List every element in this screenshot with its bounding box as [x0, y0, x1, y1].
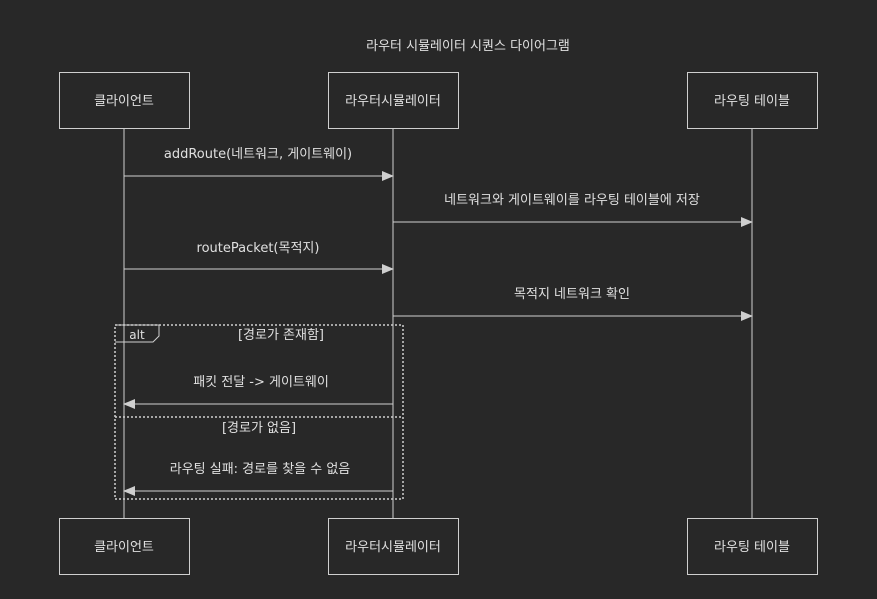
message-store-route: 네트워크와 게이트웨이를 라우팅 테이블에 저장 [393, 193, 753, 227]
message-route-packet: routePacket(목적지) [124, 241, 394, 274]
message-forward-packet: 패킷 전달 -> 게이트웨이 [123, 375, 393, 409]
actor-table-top: 라우팅 테이블 [687, 72, 818, 129]
diagram-title: 라우터 시뮬레이터 시퀀스 다이어그램 [366, 39, 570, 54]
actor-client-bottom-label: 클라이언트 [94, 540, 154, 555]
message-add-route-label: addRoute(네트워크, 게이트웨이) [164, 147, 352, 162]
alt-frame-tab [115, 324, 160, 343]
message-routing-failure-label: 라우팅 실패: 경로를 찾을 수 없음 [170, 462, 351, 477]
alt-frame-border [114, 324, 404, 500]
alt-condition-route-exists: [경로가 존재함] [238, 328, 324, 343]
actor-router-top: 라우터시뮬레이터 [328, 72, 459, 129]
message-check-destination: 목적지 네트워크 확인 [393, 287, 753, 321]
actor-client-top: 클라이언트 [59, 72, 190, 129]
actor-client-bottom: 클라이언트 [59, 518, 190, 575]
actor-client-top-label: 클라이언트 [94, 94, 154, 109]
actor-table-bottom-label: 라우팅 테이블 [714, 540, 790, 555]
message-store-route-label: 네트워크와 게이트웨이를 라우팅 테이블에 저장 [444, 193, 700, 208]
alt-frame-keyword: alt [129, 328, 145, 342]
alt-frame: alt [경로가 존재함] [경로가 없음] [114, 324, 404, 500]
message-add-route: addRoute(네트워크, 게이트웨이) [124, 147, 394, 181]
actor-router-bottom: 라우터시뮬레이터 [328, 518, 459, 575]
actor-router-top-label: 라우터시뮬레이터 [345, 94, 441, 109]
actor-table-bottom: 라우팅 테이블 [687, 518, 818, 575]
actor-table-top-label: 라우팅 테이블 [714, 94, 790, 109]
message-forward-packet-label: 패킷 전달 -> 게이트웨이 [193, 375, 329, 390]
message-check-destination-label: 목적지 네트워크 확인 [514, 287, 630, 302]
actor-router-bottom-label: 라우터시뮬레이터 [345, 540, 441, 555]
message-routing-failure: 라우팅 실패: 경로를 찾을 수 없음 [123, 462, 393, 496]
message-route-packet-label: routePacket(목적지) [197, 241, 320, 256]
alt-condition-no-route: [경로가 없음] [222, 421, 296, 436]
